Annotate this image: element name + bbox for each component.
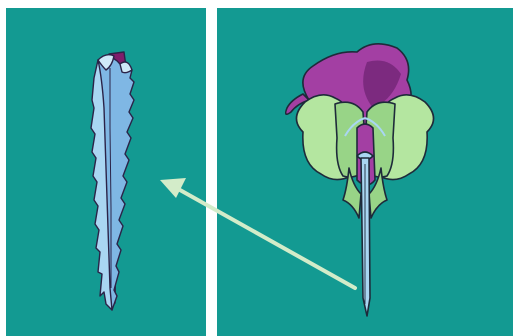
stylet-detail-panel bbox=[6, 8, 206, 336]
long-stylet bbox=[361, 158, 370, 316]
mouthparts-panel bbox=[217, 8, 513, 336]
